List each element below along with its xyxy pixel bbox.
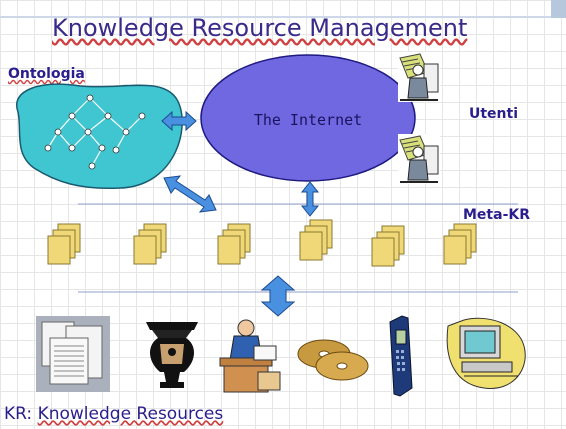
greek-vase-icon xyxy=(146,322,198,388)
computer-icon xyxy=(446,317,526,389)
document-stack-icon xyxy=(47,223,81,265)
ontology-label-text: Ontologia xyxy=(8,66,85,82)
document-stack-icon xyxy=(133,223,167,265)
ontology-meta-arrow xyxy=(163,175,217,213)
kr-legend: KR: Knowledge Resources xyxy=(4,404,223,424)
meta-kr-documents xyxy=(47,219,477,267)
corner-accent xyxy=(551,0,566,18)
internet-label: The Internet xyxy=(254,111,362,129)
kr-legend-term: Knowledge Resources xyxy=(37,404,224,424)
paper-documents-icon xyxy=(36,316,110,392)
user-icon-bottom xyxy=(397,133,441,185)
ontology-internet-arrow xyxy=(161,110,197,132)
meta-kr-label: Meta-KR xyxy=(463,207,531,223)
person-at-desk-icon xyxy=(219,319,281,393)
users-label: Utenti xyxy=(469,106,519,122)
document-stack-icon xyxy=(299,219,333,261)
user-icon-top xyxy=(397,51,441,103)
ontology-graph xyxy=(15,83,183,190)
internet-cloud: The Internet xyxy=(200,54,416,182)
internet-meta-arrow xyxy=(300,181,320,217)
page-title-text: Knowledge Resource Management xyxy=(52,14,468,42)
mobile-phone-icon xyxy=(389,315,413,397)
kr-legend-prefix: KR: xyxy=(4,404,38,424)
cd-discs-icon xyxy=(297,339,369,381)
title-rule xyxy=(0,16,566,18)
page-title: Knowledge Resource Management xyxy=(52,14,467,42)
ontology-label: Ontologia xyxy=(8,66,85,82)
document-stack-icon xyxy=(217,223,251,265)
document-stack-icon xyxy=(443,223,477,265)
meta-resources-arrow xyxy=(260,275,296,317)
document-stack-icon xyxy=(371,225,405,267)
